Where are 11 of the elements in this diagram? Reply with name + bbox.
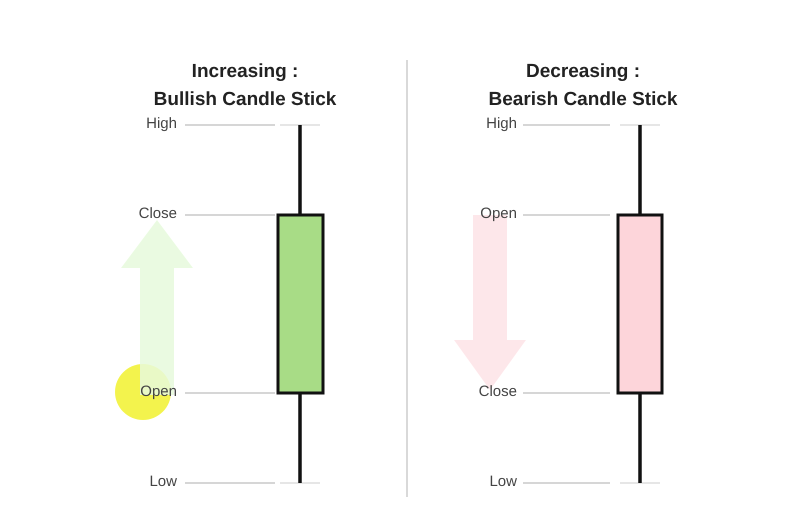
level-label: High — [145, 115, 177, 133]
level-label: Open — [479, 205, 517, 223]
level-label: Close — [478, 383, 517, 401]
panel-title: Increasing : — [190, 60, 300, 84]
panel-title: Decreasing : — [524, 60, 642, 84]
panel-title: Bullish Candle Stick — [152, 88, 338, 112]
level-label: Low — [488, 473, 517, 491]
level-label: High — [485, 115, 517, 133]
panel-title: Bearish Candle Stick — [487, 88, 679, 112]
level-label: Low — [148, 473, 177, 491]
level-label: Close — [138, 205, 177, 223]
